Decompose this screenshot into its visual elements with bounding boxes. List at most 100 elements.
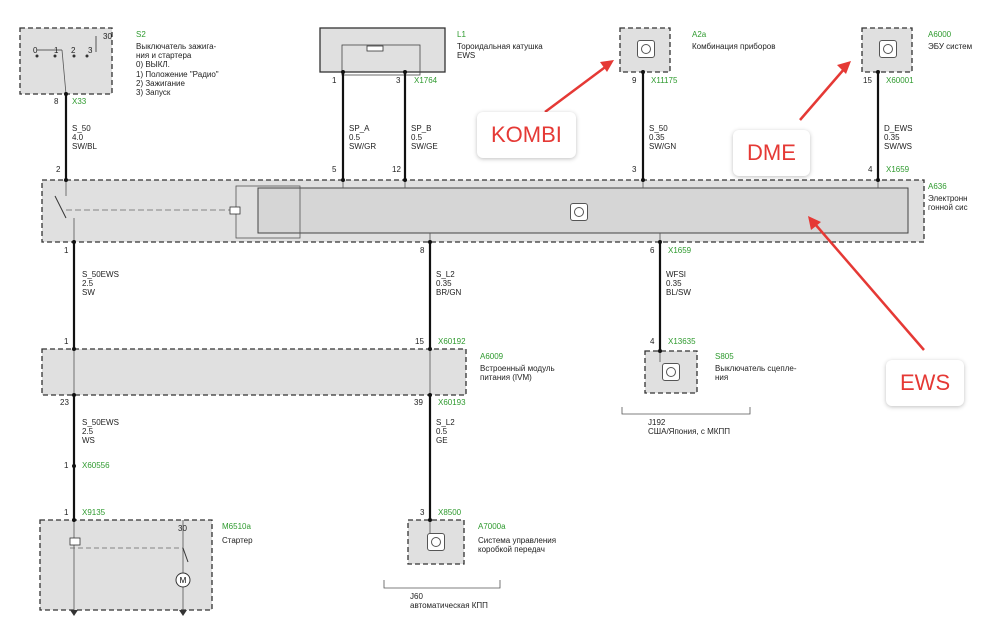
pin-a636-8: 8: [420, 246, 425, 255]
pin-a636-5: 5: [332, 165, 337, 174]
conn-x9135: X9135: [82, 508, 106, 517]
conn-x1659-bot: X1659: [668, 246, 692, 255]
m6510a-box: [39, 519, 213, 611]
variant-j192: J192 США/Япония, с МКПП: [648, 418, 730, 437]
l1-inner: [341, 44, 421, 76]
a7000a-desc: Система управления коробкой передач: [478, 536, 557, 555]
internal-lines: [61, 49, 879, 612]
pin-s2-8: 8: [54, 97, 59, 106]
pin-a636-4: 4: [868, 165, 873, 174]
wire-sl2-1: S_L2 0.35 BR/GN: [436, 270, 462, 298]
pin-x8500-3: 3: [420, 508, 425, 517]
m6510a-id: M6510a: [222, 522, 251, 531]
red-arrow-icon: [544, 60, 925, 351]
a6009-id: A6009: [480, 352, 504, 361]
junction-dots: [64, 70, 880, 522]
a6000-desc: ЭБУ систем: [928, 42, 973, 51]
starter-coil-icon: [69, 537, 81, 546]
motor-icon: [175, 572, 191, 588]
pin-a2a-9: 9: [632, 76, 637, 85]
conn-x8500: X8500: [438, 508, 462, 517]
annotation-kombi: KOMBI: [477, 112, 576, 158]
pin-a636-3: 3: [632, 165, 637, 174]
pin-ivm-39: 39: [414, 398, 423, 407]
a2a-desc: Комбинация приборов: [692, 42, 776, 51]
annotation-dme: DME: [733, 130, 810, 176]
conn-x13635: X13635: [668, 337, 696, 346]
pin-ivm-15: 15: [415, 337, 424, 346]
s2-label-2: 2: [71, 46, 76, 55]
s2-contact-1: [53, 54, 57, 58]
pin-s805-4: 4: [650, 337, 655, 346]
wire-s50-top: S_50 4.0 SW/BL: [72, 124, 97, 152]
j60-bracket: [383, 580, 501, 589]
s2-label-30: 30: [103, 32, 112, 41]
a6009-desc: Встроенный модуль питания (IVM): [480, 364, 555, 383]
a6000-id: A6000: [928, 30, 952, 39]
s2-label-3: 3: [88, 46, 93, 55]
s2-id: S2: [136, 30, 146, 39]
pin-a636-12: 12: [392, 165, 401, 174]
conn-x60001: X60001: [886, 76, 914, 85]
m6510a-pin30: 30: [178, 524, 187, 533]
conn-x33: X33: [72, 97, 87, 106]
conn-x1659-top: X1659: [886, 165, 910, 174]
s805-ecu-icon: [662, 363, 680, 381]
s2-contact-0: [35, 54, 39, 58]
a6000-ecu-icon: [879, 40, 897, 58]
relay-coil-icon: [229, 206, 241, 215]
pin-a636-1: 1: [64, 246, 69, 255]
annotation-ews: EWS: [886, 360, 965, 406]
pin-l1-1: 1: [332, 76, 337, 85]
pin-x9135-1: 1: [64, 508, 69, 517]
m6510a-desc: Стартер: [222, 536, 253, 545]
a636-switch: [54, 195, 67, 219]
wire-sl2-2: S_L2 0.5 GE: [436, 418, 455, 446]
toroid-coil-icon: [366, 45, 384, 52]
conn-x60193: X60193: [438, 398, 466, 407]
a2a-ecu-icon: [637, 40, 655, 58]
s2-contact-2: [72, 54, 76, 58]
pin-x60556-1: 1: [64, 461, 69, 470]
pin-l1-3: 3: [396, 76, 401, 85]
starter-switch: [182, 547, 189, 563]
wire-spb: SP_B 0.5 SW/GE: [411, 124, 438, 152]
motor-letter: M: [180, 576, 187, 585]
a2a-id: A2a: [692, 30, 707, 39]
s805-desc: Выключатель сцепле- ния: [715, 364, 797, 383]
wire-s50ews-2: S_50EWS 2.5 WS: [82, 418, 119, 446]
wires: [64, 72, 880, 520]
pin-a6000-15: 15: [863, 76, 872, 85]
wire-s50-kombi: S_50 0.35 SW/GN: [649, 124, 677, 152]
a636-ecu-icon: [570, 203, 588, 221]
a636-desc: Электронн гонной сис: [928, 194, 968, 213]
s805-id: S805: [715, 352, 734, 361]
pin-ivm-1: 1: [64, 337, 69, 346]
s2-desc: Выключатель зажига- ния и стартера 0) ВЫ…: [136, 42, 219, 97]
conn-x11175: X11175: [651, 76, 678, 85]
conn-x60192: X60192: [438, 337, 466, 346]
pin-a636-6: 6: [650, 246, 655, 255]
l1-desc: Тороидальная катушка EWS: [457, 42, 543, 61]
wire-wfsi: WFSI 0.35 BL/SW: [666, 270, 691, 298]
ground-arrow-2: [179, 610, 187, 616]
pin-ivm-23: 23: [60, 398, 69, 407]
wire-s50ews-1: S_50EWS 2.5 SW: [82, 270, 119, 298]
a7000a-ecu-icon: [427, 533, 445, 551]
l1-id: L1: [457, 30, 466, 39]
pin-a636-2: 2: [56, 165, 61, 174]
s2-box: [19, 27, 113, 95]
ground-arrow-1: [70, 610, 78, 616]
j192-bracket: [621, 407, 751, 415]
wire-dews: D_EWS 0.35 SW/WS: [884, 124, 913, 152]
ivm-box: [41, 348, 467, 396]
conn-x60556: X60556: [82, 461, 110, 470]
wire-spa: SP_A 0.5 SW/GR: [349, 124, 377, 152]
s2-label-1: 1: [54, 46, 59, 55]
s2-contact-3: [85, 54, 89, 58]
a7000a-id: A7000a: [478, 522, 506, 531]
a636-id: A636: [928, 182, 947, 191]
variant-j60: J60 автоматическая КПП: [410, 592, 488, 611]
conn-x1764: X1764: [414, 76, 438, 85]
